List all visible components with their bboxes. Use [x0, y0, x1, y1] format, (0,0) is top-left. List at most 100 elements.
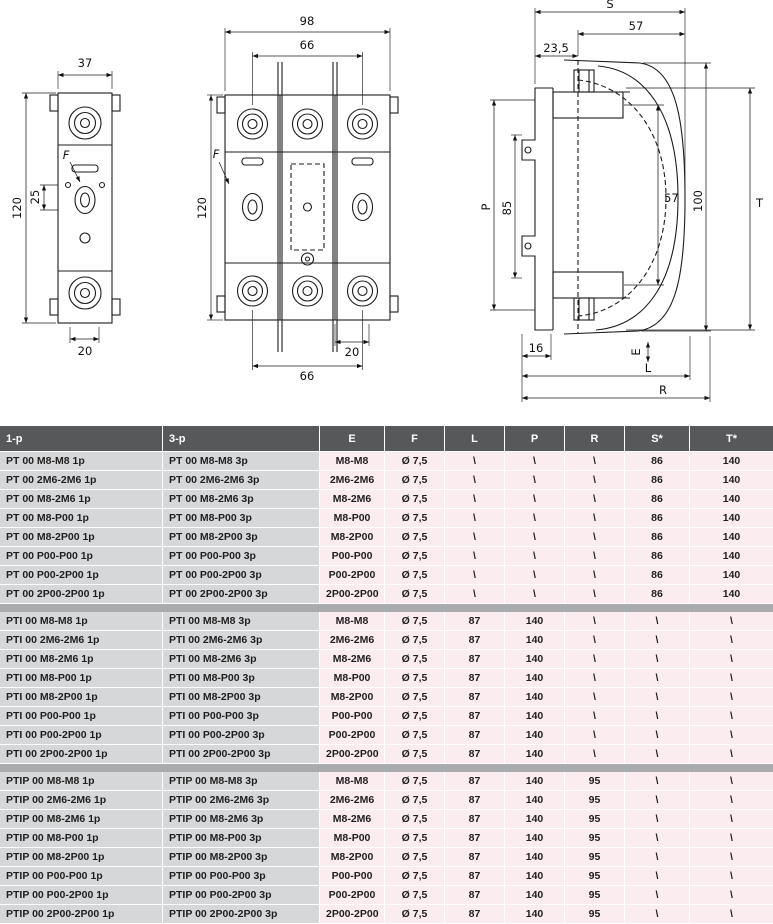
dim-label-66-top: 66: [300, 38, 315, 52]
value-cell: 87: [445, 867, 505, 885]
part-number-cell: PT 00 P00-P00 1p: [0, 547, 163, 565]
value-cell: 140: [505, 829, 565, 847]
value-cell: P00-P00: [320, 867, 385, 885]
value-cell: 140: [505, 772, 565, 790]
value-cell: 140: [505, 905, 565, 923]
part-number-cell: PT 00 M8-2P00 3p: [163, 528, 320, 546]
value-cell: M8-P00: [320, 669, 385, 687]
part-number-cell: PT 00 M8-M8 1p: [0, 452, 163, 470]
value-cell: 95: [565, 829, 625, 847]
part-number-cell: PTI 00 2P00-2P00 1p: [0, 745, 163, 763]
dim-label-e: E: [629, 348, 643, 355]
value-cell: 140: [690, 585, 773, 603]
value-cell: \: [690, 772, 773, 790]
value-cell: M8-2M6: [320, 650, 385, 668]
value-cell: \: [690, 707, 773, 725]
value-cell: \: [505, 452, 565, 470]
value-cell: 87: [445, 707, 505, 725]
value-cell: 140: [505, 745, 565, 763]
value-cell: Ø 7,5: [385, 867, 445, 885]
value-cell: \: [625, 726, 690, 744]
value-cell: \: [505, 528, 565, 546]
value-cell: 140: [690, 452, 773, 470]
value-cell: \: [625, 772, 690, 790]
value-cell: \: [565, 631, 625, 649]
value-cell: 95: [565, 886, 625, 904]
dim-label-57-side: 57: [664, 191, 679, 205]
value-cell: 87: [445, 688, 505, 706]
part-number-cell: PT 00 2M6-2M6 1p: [0, 471, 163, 489]
part-number-cell: PTI 00 M8-2M6 3p: [163, 650, 320, 668]
part-number-cell: PTIP 00 2M6-2M6 1p: [0, 791, 163, 809]
value-cell: \: [625, 886, 690, 904]
value-cell: 95: [565, 867, 625, 885]
drawing-side-view: S 57 23,5 P 85 57 100 T 16 E L R: [479, 0, 764, 402]
value-cell: Ø 7,5: [385, 886, 445, 904]
value-cell: 140: [505, 688, 565, 706]
value-cell: Ø 7,5: [385, 547, 445, 565]
value-cell: 86: [625, 471, 690, 489]
value-cell: \: [690, 886, 773, 904]
value-cell: \: [690, 726, 773, 744]
dim-label-37: 37: [78, 56, 93, 70]
value-cell: \: [505, 566, 565, 584]
value-cell: 140: [505, 867, 565, 885]
value-cell: Ø 7,5: [385, 471, 445, 489]
value-cell: 140: [505, 810, 565, 828]
value-cell: Ø 7,5: [385, 772, 445, 790]
value-cell: 87: [445, 772, 505, 790]
dim-label-120: 120: [195, 197, 209, 219]
value-cell: Ø 7,5: [385, 829, 445, 847]
value-cell: \: [690, 867, 773, 885]
column-header: F: [385, 426, 445, 451]
part-number-cell: PTIP 00 P00-P00 3p: [163, 867, 320, 885]
part-number-cell: PTIP 00 M8-2M6 3p: [163, 810, 320, 828]
value-cell: \: [505, 509, 565, 527]
value-cell: 95: [565, 772, 625, 790]
value-cell: 95: [565, 810, 625, 828]
value-cell: 87: [445, 848, 505, 866]
value-cell: \: [565, 707, 625, 725]
dim-label-t: T: [755, 196, 764, 210]
part-number-cell: PT 00 M8-P00 3p: [163, 509, 320, 527]
value-cell: 87: [445, 631, 505, 649]
value-cell: M8-P00: [320, 829, 385, 847]
value-cell: \: [445, 452, 505, 470]
value-cell: P00-P00: [320, 547, 385, 565]
value-cell: 2M6-2M6: [320, 631, 385, 649]
value-cell: 140: [690, 547, 773, 565]
value-cell: M8-2P00: [320, 848, 385, 866]
value-cell: P00-2P00: [320, 726, 385, 744]
value-cell: 87: [445, 650, 505, 668]
value-cell: M8-2P00: [320, 528, 385, 546]
dim-label-98: 98: [300, 14, 315, 28]
value-cell: Ø 7,5: [385, 566, 445, 584]
value-cell: \: [690, 810, 773, 828]
value-cell: Ø 7,5: [385, 707, 445, 725]
dim-label-16: 16: [529, 341, 544, 355]
value-cell: \: [565, 566, 625, 584]
part-number-cell: PTI 00 M8-P00 1p: [0, 669, 163, 687]
dim-label-25: 25: [28, 190, 42, 205]
value-cell: 140: [690, 471, 773, 489]
column-header: T*: [726, 433, 737, 445]
value-cell: \: [445, 585, 505, 603]
column-header: L: [445, 426, 505, 451]
technical-drawings-area: 37 120 25 20 F: [0, 0, 773, 426]
value-cell: \: [625, 669, 690, 687]
value-cell: \: [565, 585, 625, 603]
value-cell: \: [625, 810, 690, 828]
value-cell: Ø 7,5: [385, 669, 445, 687]
value-cell: 140: [690, 509, 773, 527]
value-cell: 140: [690, 490, 773, 508]
column-header: E: [320, 426, 385, 451]
part-number-cell: PTI 00 M8-2M6 1p: [0, 650, 163, 668]
